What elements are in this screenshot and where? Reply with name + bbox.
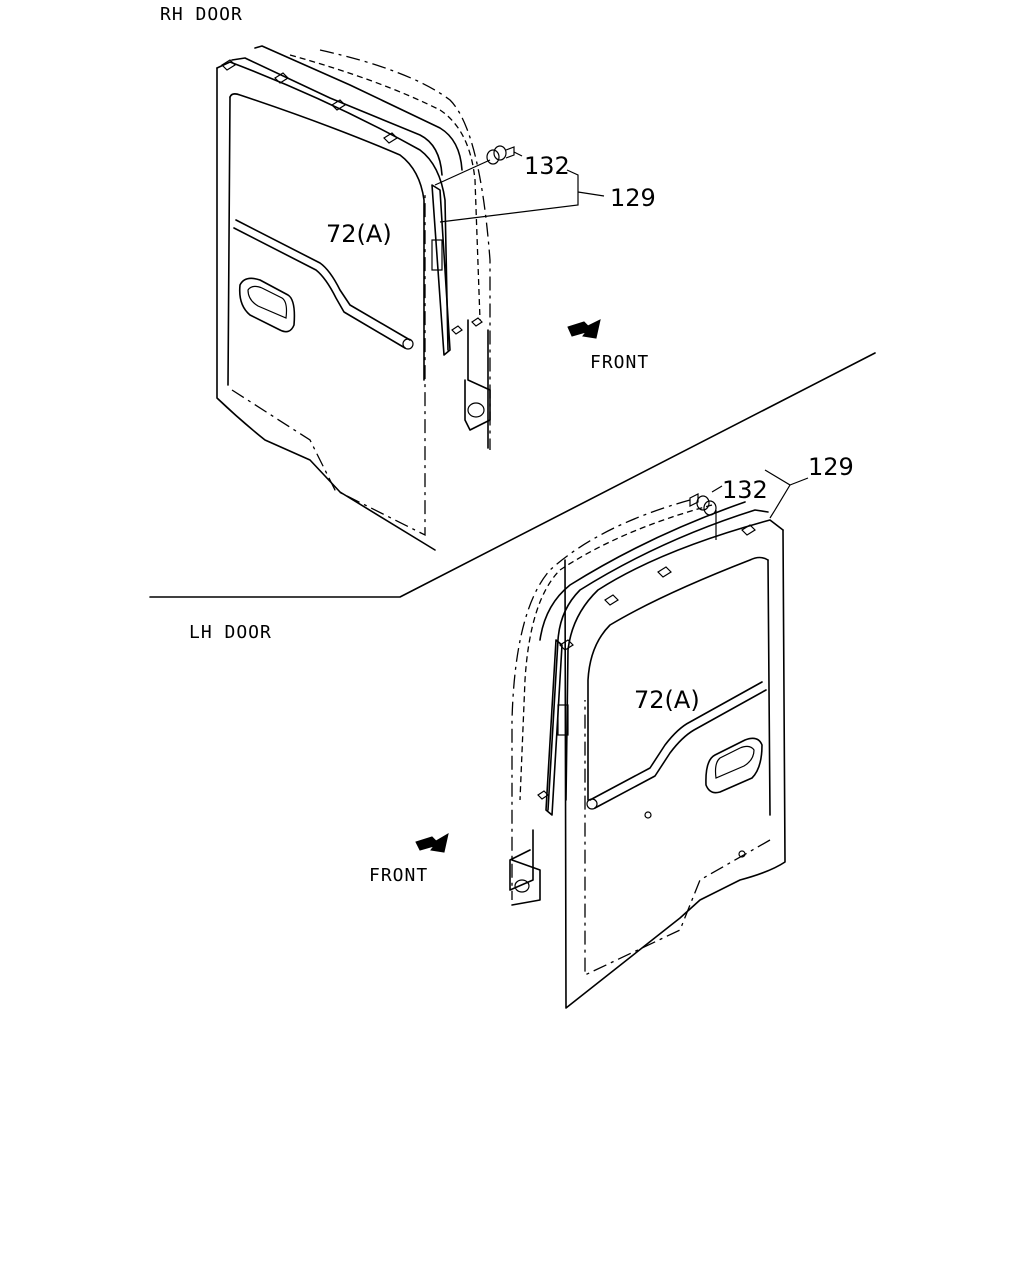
lh-front-label: FRONT xyxy=(369,865,429,886)
section-divider xyxy=(149,352,876,598)
rh-callout-129: 129 xyxy=(610,184,656,212)
rh-callout-132: 132 xyxy=(524,152,570,180)
lh-callout-129: 129 xyxy=(808,453,854,481)
rh-door-drawing xyxy=(216,45,605,551)
lh-callout-132: 132 xyxy=(722,476,768,504)
rh-callout-72a: 72(A) xyxy=(326,220,392,248)
lh-door-drawing xyxy=(415,469,809,1009)
lh-callout-72a: 72(A) xyxy=(634,686,700,714)
lh-front-arrow-icon xyxy=(415,832,449,853)
rh-front-arrow-icon xyxy=(567,319,601,339)
rh-door-title: RH DOOR xyxy=(160,4,243,25)
lh-door-title: LH DOOR xyxy=(189,622,272,643)
rh-front-label: FRONT xyxy=(590,352,650,373)
